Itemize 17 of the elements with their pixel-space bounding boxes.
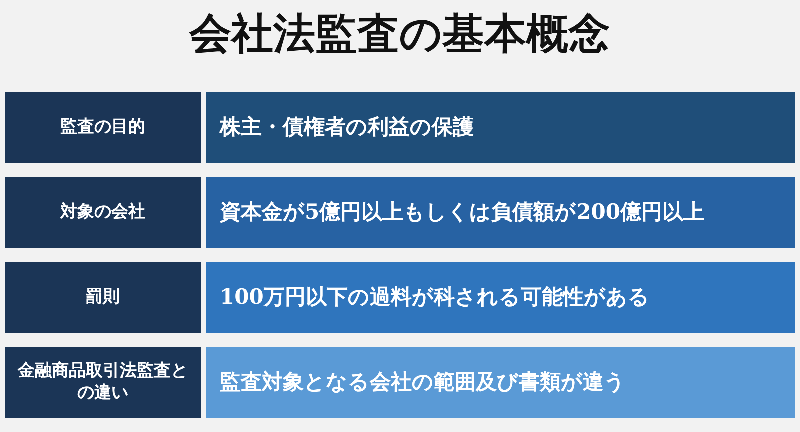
row-header-box (5, 347, 201, 418)
row-header-box (5, 262, 201, 333)
row-header-text: 金融商品取引法監査との違い (17, 361, 189, 404)
row-content-text: 監査対象となる会社の範囲及び書類が違う (220, 369, 626, 396)
row-header-box (5, 92, 201, 163)
row-header-text: 対象の会社 (60, 202, 146, 224)
row-content-text: 株主・債権者の利益の保護 (220, 114, 474, 141)
row-header-box (5, 177, 201, 248)
title: 会社法監査の基本概念 (188, 8, 612, 60)
row-content-box (206, 347, 795, 418)
row-content-text: 資本金が5億円以上もしくは負債額が200億円以上 (220, 199, 704, 226)
row-content-box (206, 177, 795, 248)
row-header-text: 監査の目的 (60, 116, 146, 138)
row-content-text: 100万円以下の過料が科される可能性がある (220, 284, 650, 311)
row-header-text: 罰則 (86, 286, 120, 308)
row-content-box (206, 92, 795, 163)
row-content-box (206, 262, 795, 333)
